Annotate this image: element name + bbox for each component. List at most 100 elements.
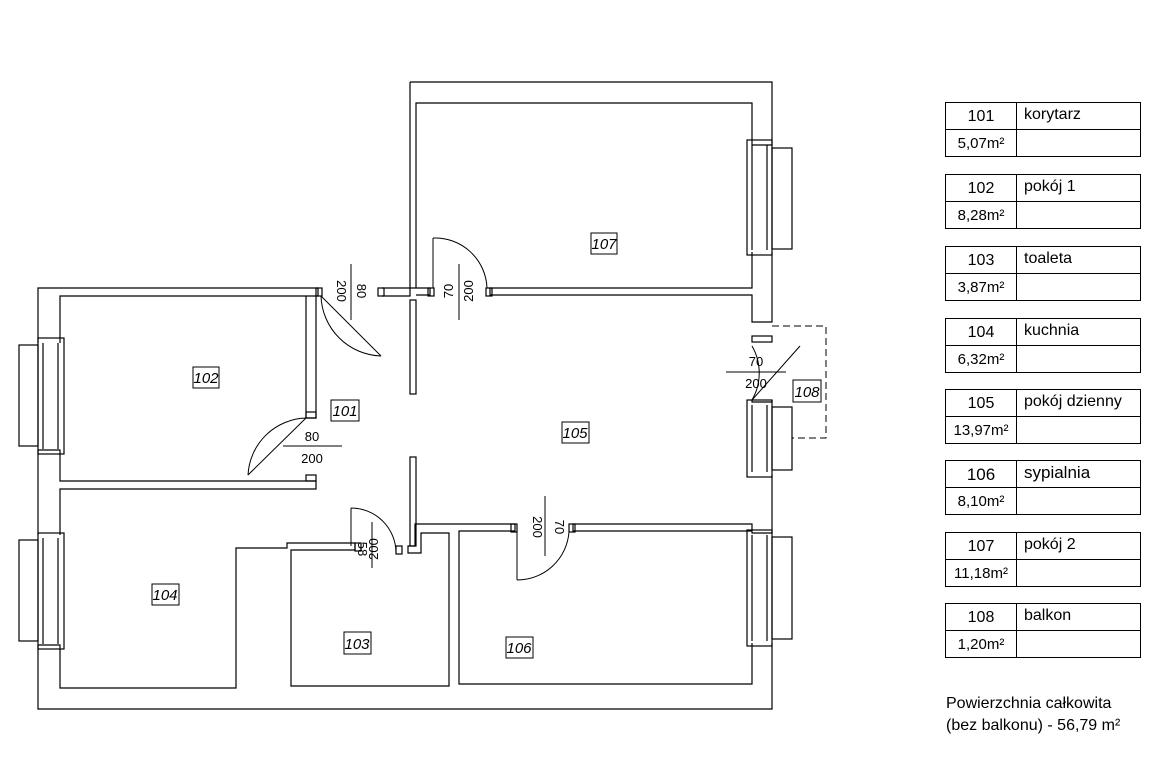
window-106 [746, 529, 793, 647]
room-blank [1017, 560, 1140, 586]
windows [18, 139, 793, 650]
room-blank [1017, 346, 1140, 372]
room-label-107: 107 [591, 236, 617, 253]
outer-wall-east [489, 252, 773, 323]
balcony-outline [772, 325, 827, 439]
door-arc [751, 345, 760, 401]
room-card-108: 108 balkon 1,20m² [945, 603, 1141, 658]
inner-wall-corridor-bottom [409, 456, 417, 547]
door-width: 70 [749, 354, 763, 369]
door-height: 200 [461, 280, 476, 302]
door-jamb [305, 474, 317, 482]
walls [37, 81, 773, 710]
room-blank [1017, 488, 1140, 514]
door-jamb [427, 287, 435, 297]
summary-line-1: Powierzchnia całkowita [946, 695, 1112, 712]
total-area-summary: Powierzchnia całkowita (bez balkonu) - 5… [946, 693, 1120, 737]
door-jamb [315, 287, 323, 297]
inner-wall-102-east [305, 296, 317, 419]
room-number: 101 [946, 103, 1017, 130]
room-label-104: 104 [152, 587, 177, 604]
window-107 [746, 139, 793, 256]
room-blank [1017, 631, 1140, 657]
room-label-101: 101 [332, 403, 357, 420]
room-name: pokój dzienny [1017, 390, 1140, 417]
inner-wall-105-top [416, 287, 431, 296]
room-label-106: 106 [506, 640, 532, 657]
summary-line-2: (bez balkonu) - 56,79 m² [946, 717, 1121, 734]
door-width: 80 [305, 429, 319, 444]
room-name: balkon [1017, 604, 1140, 631]
door-width: 70 [552, 520, 567, 534]
room-name: sypialnia [1017, 461, 1140, 488]
door-leaf [320, 295, 382, 357]
inner-wall-corridor-top [409, 299, 417, 395]
room-area: 8,10m² [946, 488, 1017, 514]
room-number: 108 [946, 604, 1017, 631]
door-jamb [751, 335, 773, 343]
door-arc [320, 295, 382, 357]
room-card-106: 106 sypialnia 8,10m² [945, 460, 1141, 515]
room-area: 13,97m² [946, 417, 1017, 443]
room-area: 1,20m² [946, 631, 1017, 657]
room-blank [1017, 130, 1140, 156]
room-card-103: 103 toaleta 3,87m² [945, 246, 1141, 301]
room-blank [1017, 274, 1140, 300]
outer-wall-west [37, 449, 317, 535]
door-arc [350, 507, 397, 553]
outer-wall-east-mid [572, 475, 773, 534]
room-card-107: 107 pokój 2 11,18m² [945, 532, 1141, 587]
room-card-102: 102 pokój 1 8,28m² [945, 174, 1141, 229]
door-jamb [377, 287, 385, 297]
room-area: 11,18m² [946, 560, 1017, 586]
door-leaf [247, 417, 307, 476]
room-label-105: 105 [562, 425, 588, 442]
door-jamb [305, 411, 317, 419]
door-width: 80 [354, 284, 369, 298]
room-area: 6,32m² [946, 346, 1017, 372]
floor-plan: 80 200 70 200 80 200 70 200 58 200 70 20… [18, 81, 827, 710]
door-arc [247, 417, 307, 476]
window-105 [746, 399, 793, 478]
inner-wall-top [382, 287, 411, 297]
room-number: 104 [946, 319, 1017, 346]
room-label-108: 108 [794, 384, 820, 401]
door-jamb [354, 542, 362, 552]
room-name: kuchnia [1017, 319, 1140, 346]
room-blank [1017, 202, 1140, 228]
room-area: 3,87m² [946, 274, 1017, 300]
room-area: 5,07m² [946, 130, 1017, 156]
room-number: 102 [946, 175, 1017, 202]
door-jamb [510, 523, 518, 533]
door-jamb [568, 523, 576, 533]
room-label-103: 103 [344, 636, 370, 653]
room-card-101: 101 korytarz 5,07m² [945, 102, 1141, 157]
door-leaf [751, 345, 801, 401]
window-102 [18, 337, 65, 455]
outer-wall-west-upper [37, 287, 319, 343]
room-card-105: 105 pokój dzienny 13,97m² [945, 389, 1141, 444]
room-number: 106 [946, 461, 1017, 488]
room-name: korytarz [1017, 103, 1140, 130]
door-width: 58 [355, 542, 370, 556]
door-height: 200 [530, 516, 545, 538]
outer-wall [409, 81, 773, 289]
door-jamb [395, 545, 403, 555]
door-width: 70 [441, 284, 456, 298]
door-dimensions: 80 200 70 200 80 200 70 200 58 200 70 20… [283, 264, 786, 568]
room-number: 107 [946, 533, 1017, 560]
door-arc [516, 531, 570, 581]
window-104 [18, 532, 65, 650]
room-name: pokój 1 [1017, 175, 1140, 202]
door-swings [247, 237, 801, 581]
door-height: 200 [366, 538, 381, 560]
door-jamb [485, 287, 493, 297]
room-number: 103 [946, 247, 1017, 274]
room-area: 8,28m² [946, 202, 1017, 228]
outer-wall-east-bottom [37, 523, 773, 710]
room-label-102: 102 [193, 370, 219, 387]
room-name: toaleta [1017, 247, 1140, 274]
room-number: 105 [946, 390, 1017, 417]
room-blank [1017, 417, 1140, 443]
room-name: pokój 2 [1017, 533, 1140, 560]
